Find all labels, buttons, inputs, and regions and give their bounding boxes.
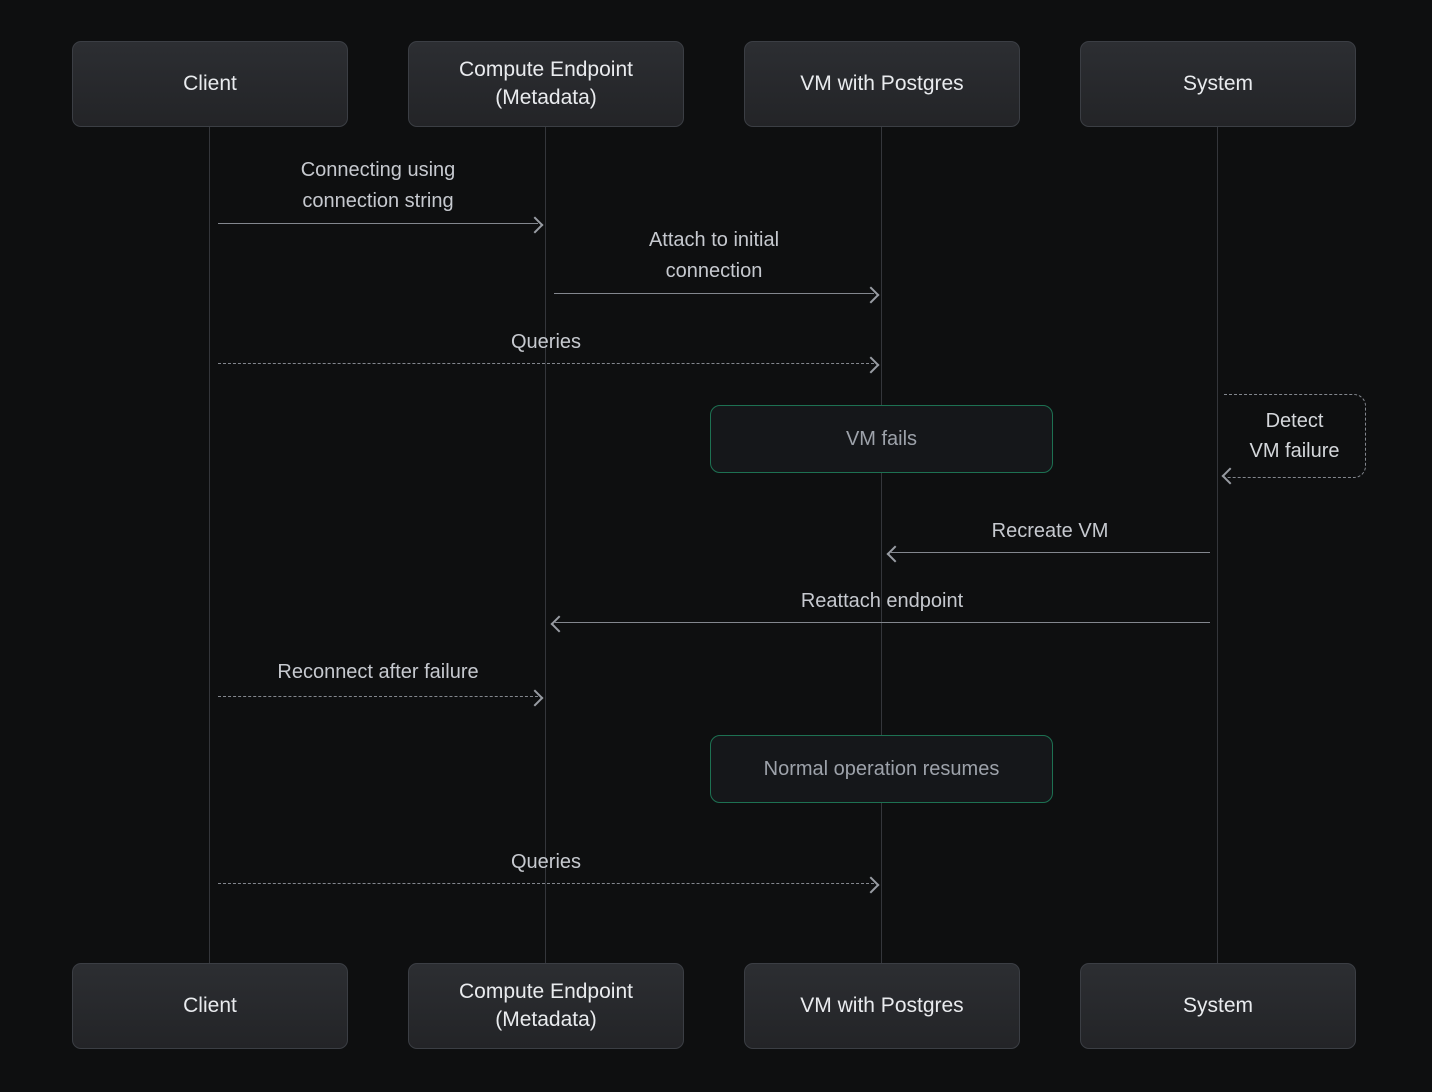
note-vm-fails: VM fails (710, 405, 1053, 473)
message-label: Reattach endpoint (800, 590, 964, 612)
arrow-line (555, 622, 1210, 623)
arrow-line (554, 293, 874, 294)
arrowhead-left-icon (550, 615, 568, 633)
lifeline-compute-endpoint (545, 127, 546, 963)
message-label: Attach to initial connection (648, 229, 780, 282)
message-label: Recreate VM (991, 520, 1109, 542)
lifeline-client (209, 127, 210, 963)
actor-client-top: Client (72, 41, 348, 127)
actor-compute-endpoint-bottom: Compute Endpoint (Metadata) (408, 963, 684, 1049)
actor-vm-postgres-top: VM with Postgres (744, 41, 1020, 127)
arrowhead-right-icon (862, 286, 880, 304)
lifeline-system (1217, 127, 1218, 963)
arrow-line (891, 552, 1210, 553)
arrow-line (218, 696, 538, 697)
message-label: Reconnect after failure (277, 661, 479, 683)
note-normal-operation: Normal operation resumes (710, 735, 1053, 803)
arrowhead-right-icon (526, 689, 544, 707)
note-label: Normal operation resumes (763, 757, 1000, 780)
actor-system-top: System (1080, 41, 1356, 127)
arrowhead-left-icon (886, 545, 904, 563)
actor-system-bottom: System (1080, 963, 1356, 1049)
arrow-line (218, 363, 874, 364)
note-label: VM fails (845, 427, 918, 450)
actor-client-bottom: Client (72, 963, 348, 1049)
message-label: Connecting using connection string (300, 159, 456, 212)
message-label: Queries (510, 331, 582, 353)
arrow-line (218, 223, 538, 224)
self-loop: Detect VM failure (1224, 394, 1366, 478)
lifeline-vm-postgres (881, 127, 882, 963)
arrow-line (218, 883, 874, 884)
arrowhead-right-icon (862, 356, 880, 374)
message-label: Queries (510, 851, 582, 873)
actor-compute-endpoint-top: Compute Endpoint (Metadata) (408, 41, 684, 127)
arrowhead-right-icon (526, 216, 544, 234)
arrowhead-right-icon (862, 876, 880, 894)
actor-vm-postgres-bottom: VM with Postgres (744, 963, 1020, 1049)
